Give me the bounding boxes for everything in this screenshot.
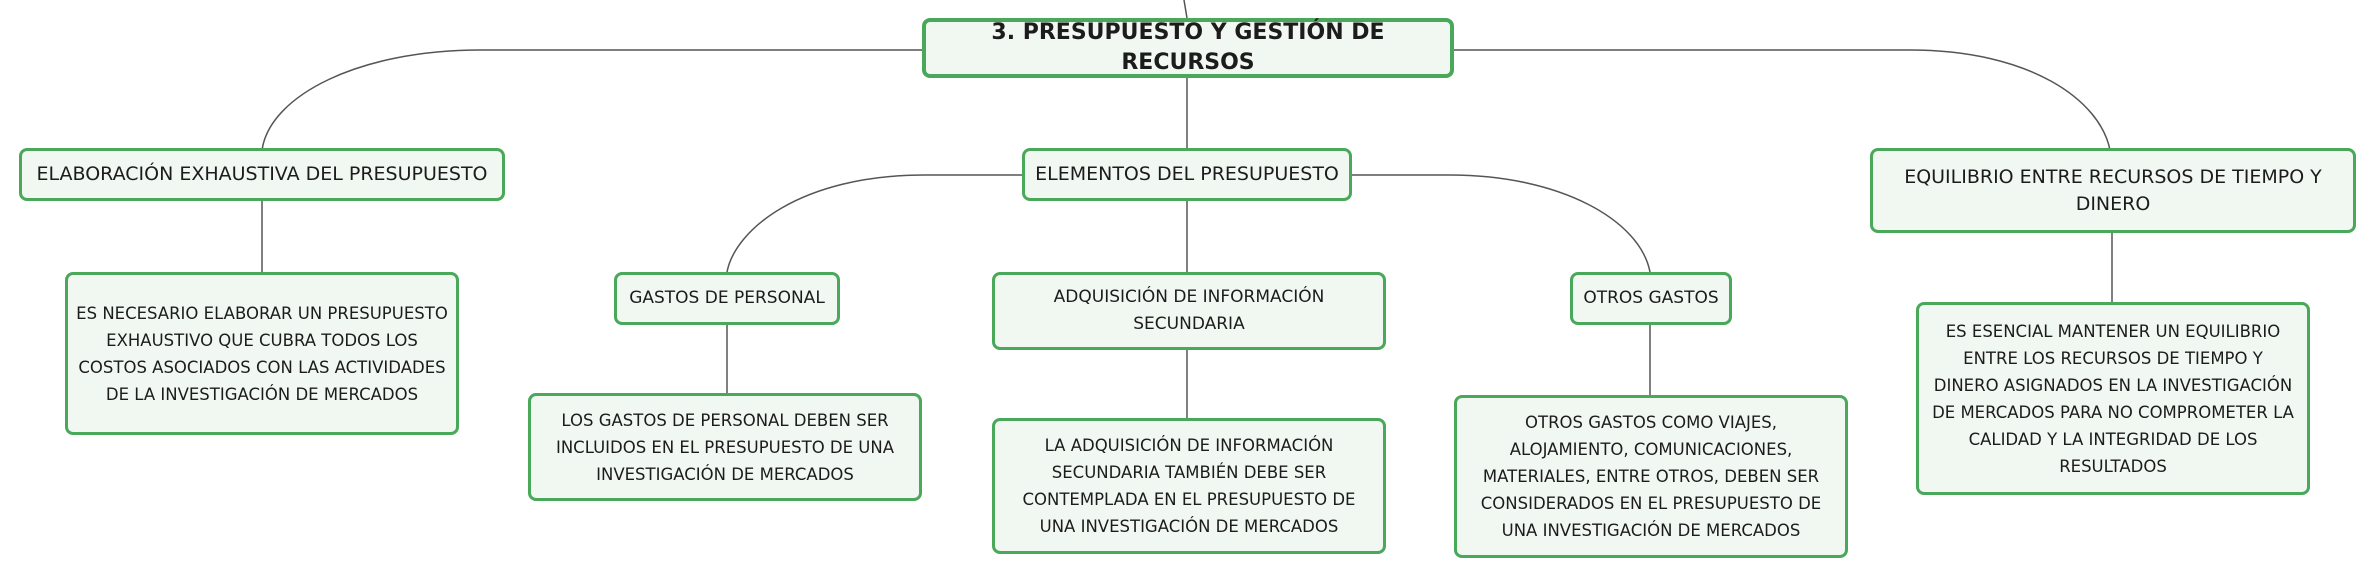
node-otros-gastos-label: OTROS GASTOS	[1583, 288, 1719, 308]
detail-elaboracion[interactable]: ES NECESARIO ELABORAR UN PRESUPUESTO EXH…	[65, 272, 459, 435]
connector-root-elaboracion	[261, 49, 922, 151]
detail-equilibrio[interactable]: ES ESENCIAL MANTENER UN EQUILIBRIO ENTRE…	[1916, 302, 2310, 495]
detail-otros-gastos[interactable]: OTROS GASTOS COMO VIAJES, ALOJAMIENTO, C…	[1454, 395, 1848, 558]
node-elementos-label: ELEMENTOS DEL PRESUPUESTO	[1035, 163, 1339, 185]
node-adquisicion[interactable]: ADQUISICIÓN DE INFORMACIÓN SECUNDARIA	[992, 272, 1386, 350]
detail-elaboracion-text: ES NECESARIO ELABORAR UN PRESUPUESTO EXH…	[76, 303, 448, 404]
node-gastos-personal-label: GASTOS DE PERSONAL	[629, 288, 825, 308]
connector-elementos-otros	[1352, 174, 1651, 273]
connector-root-incoming	[1183, 0, 1188, 19]
detail-adquisicion-text: LA ADQUISICIÓN DE INFORMACIÓN SECUNDARIA…	[1022, 436, 1356, 536]
node-elementos[interactable]: ELEMENTOS DEL PRESUPUESTO	[1022, 148, 1352, 201]
detail-otros-gastos-text: OTROS GASTOS COMO VIAJES, ALOJAMIENTO, C…	[1480, 413, 1822, 540]
node-adquisicion-label: ADQUISICIÓN DE INFORMACIÓN SECUNDARIA	[1053, 287, 1325, 334]
node-elaboracion[interactable]: ELABORACIÓN EXHAUSTIVA DEL PRESUPUESTO	[19, 148, 505, 201]
root-node[interactable]: 3. PRESUPUESTO Y GESTIÓN DE RECURSOS	[922, 18, 1454, 78]
connector-elementos-personal	[726, 174, 1022, 273]
detail-gastos-personal[interactable]: LOS GASTOS DE PERSONAL DEBEN SER INCLUID…	[528, 393, 922, 501]
node-otros-gastos[interactable]: OTROS GASTOS	[1570, 272, 1732, 325]
root-label: 3. PRESUPUESTO Y GESTIÓN DE RECURSOS	[991, 20, 1385, 75]
detail-adquisicion[interactable]: LA ADQUISICIÓN DE INFORMACIÓN SECUNDARIA…	[992, 418, 1386, 554]
connector-root-equilibrio	[1450, 49, 2111, 151]
node-elaboracion-label: ELABORACIÓN EXHAUSTIVA DEL PRESUPUESTO	[36, 163, 488, 185]
node-equilibrio[interactable]: EQUILIBRIO ENTRE RECURSOS DE TIEMPO Y DI…	[1870, 148, 2356, 233]
node-equilibrio-label: EQUILIBRIO ENTRE RECURSOS DE TIEMPO Y DI…	[1904, 165, 2322, 215]
detail-equilibrio-text: ES ESENCIAL MANTENER UN EQUILIBRIO ENTRE…	[1932, 321, 2294, 476]
detail-gastos-personal-text: LOS GASTOS DE PERSONAL DEBEN SER INCLUID…	[555, 410, 895, 484]
node-gastos-personal[interactable]: GASTOS DE PERSONAL	[614, 272, 840, 325]
